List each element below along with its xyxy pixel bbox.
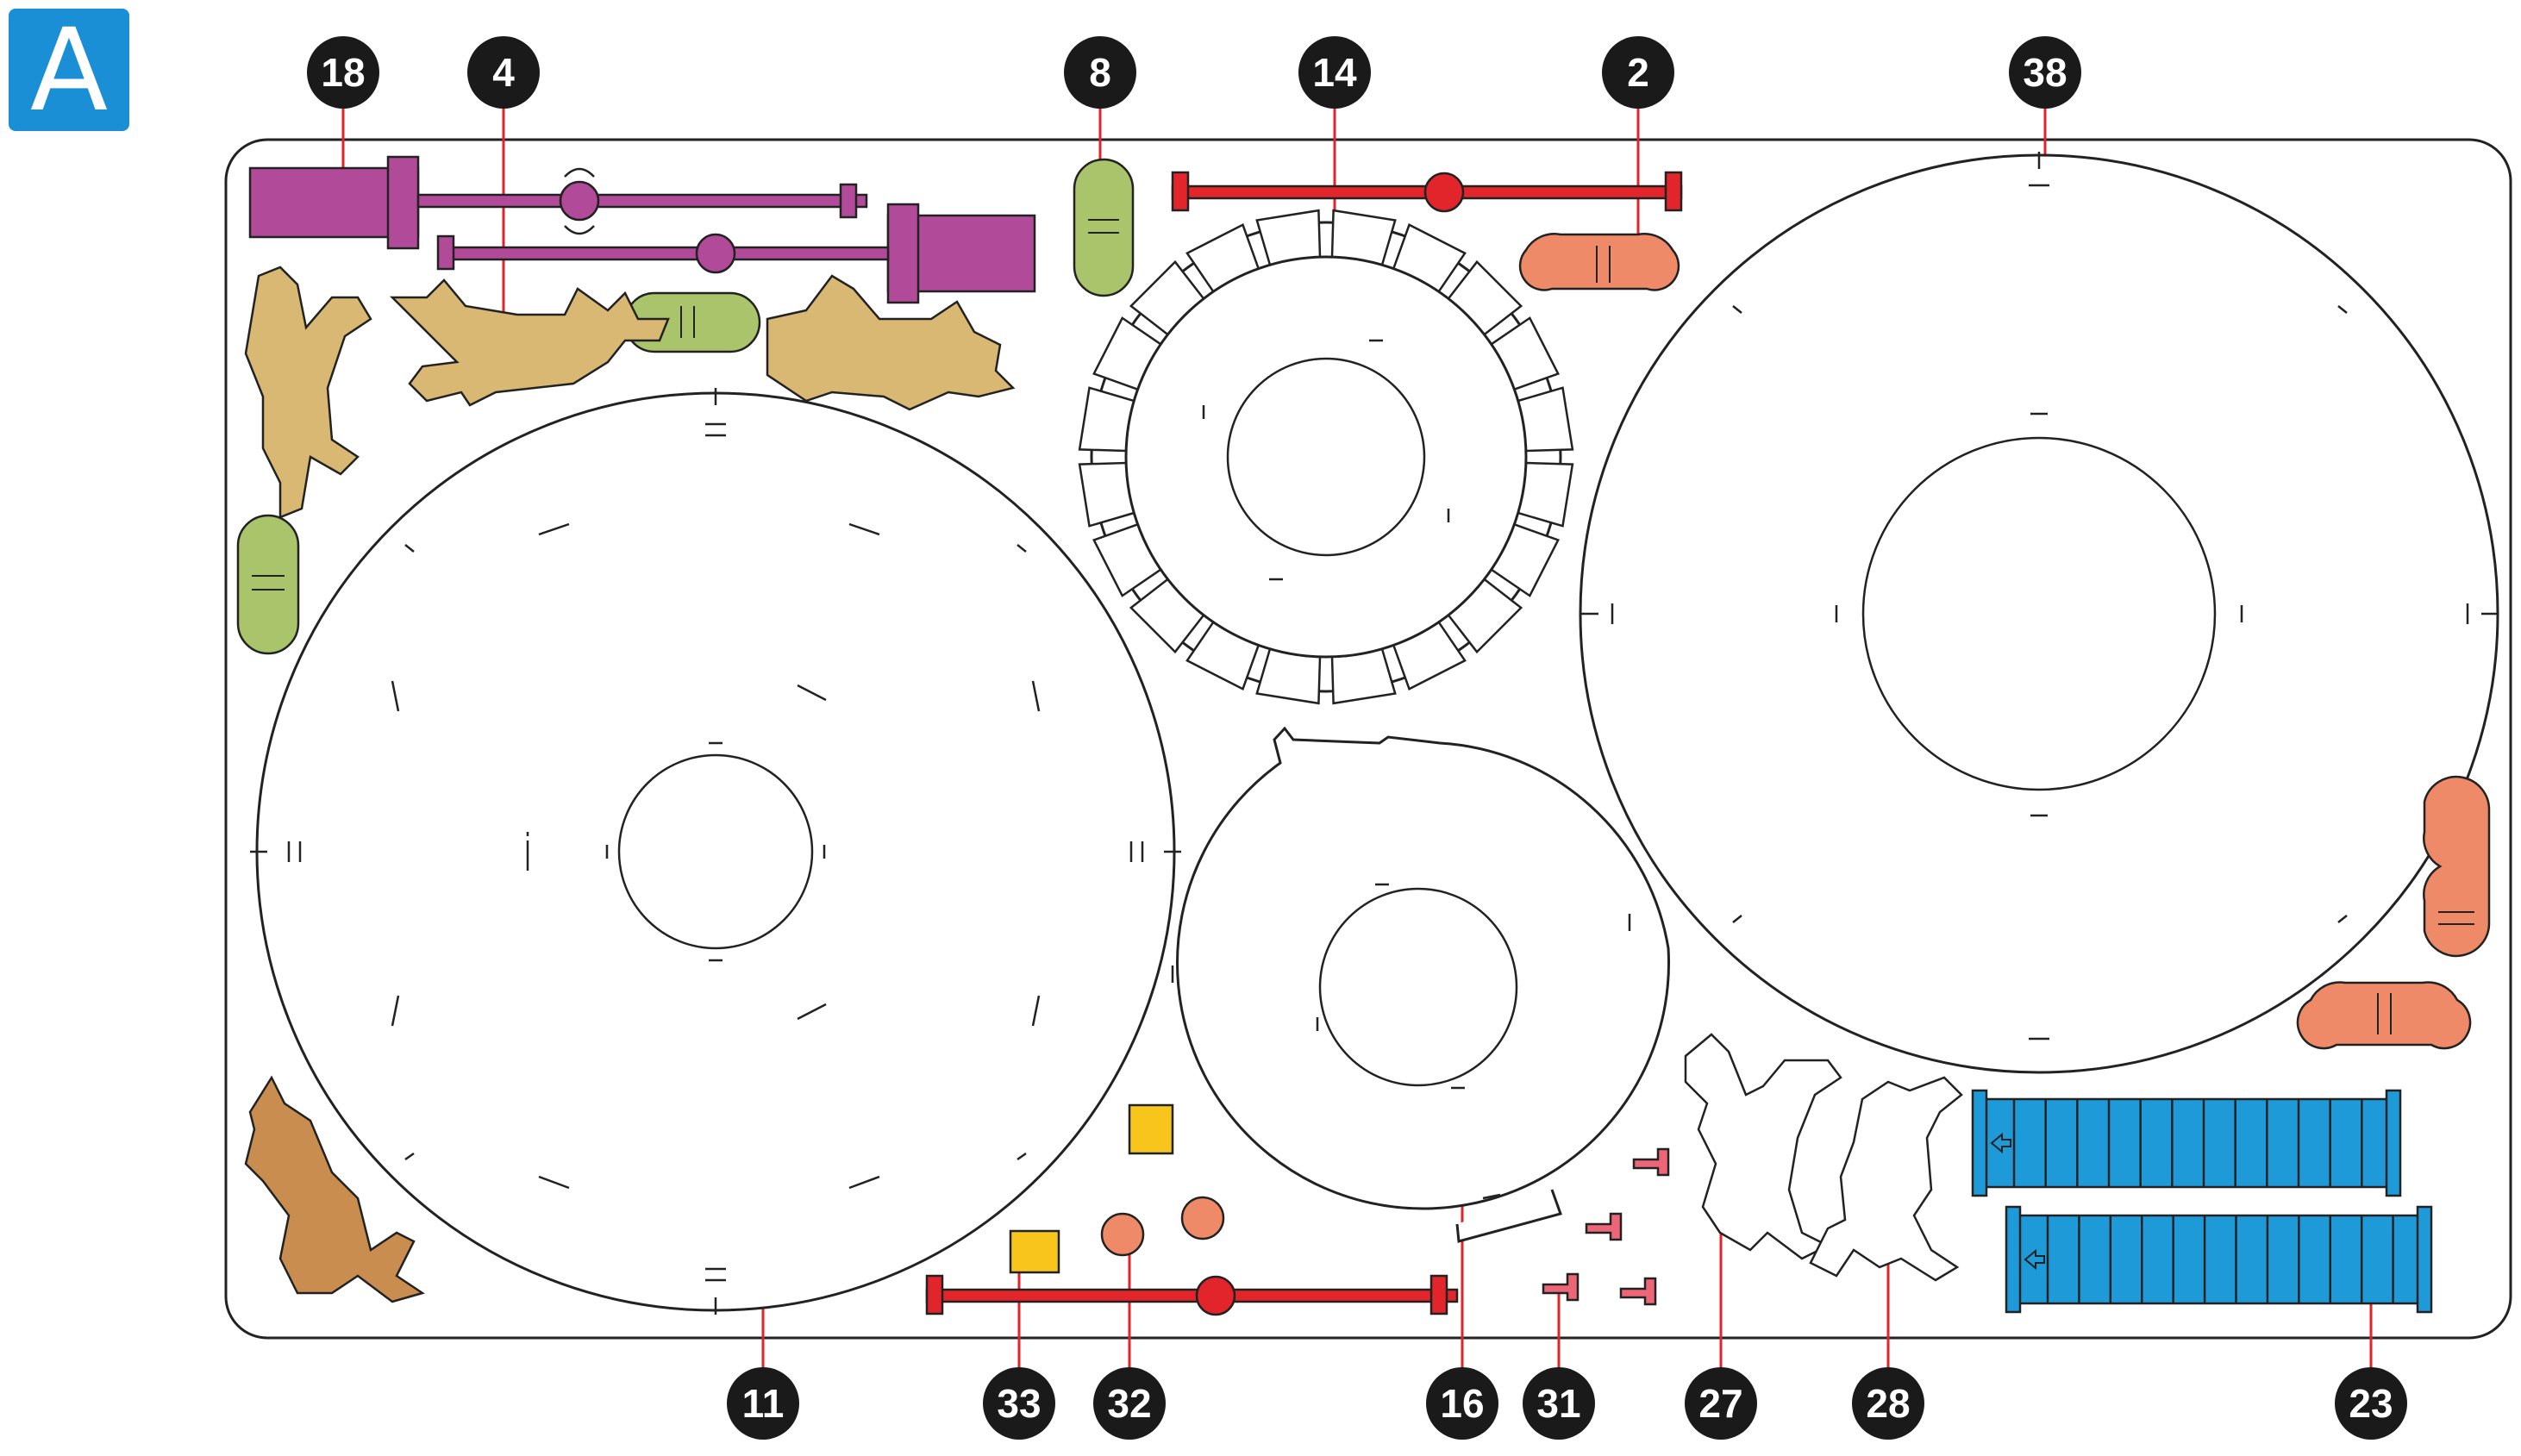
callout-14: 14 bbox=[1298, 36, 1371, 109]
sheet-badge: A bbox=[9, 9, 129, 131]
part-18-magenta-axles bbox=[248, 155, 1036, 304]
part-16-ring bbox=[1171, 726, 1670, 1243]
part-2-salmon-pads bbox=[1518, 233, 2491, 1050]
svg-text:14: 14 bbox=[1312, 50, 1357, 95]
part-23-blue-ladders bbox=[1971, 1089, 2433, 1314]
callout-33: 33 bbox=[983, 1367, 1055, 1440]
part-31-pink-clips bbox=[1542, 1147, 1670, 1306]
svg-text:38: 38 bbox=[2023, 50, 2067, 95]
ladder-end bbox=[2005, 1205, 2022, 1314]
svg-text:23: 23 bbox=[2349, 1381, 2393, 1426]
arrow-icon bbox=[1990, 1132, 2011, 1154]
svg-text:27: 27 bbox=[1698, 1381, 1742, 1426]
part-32-round-pieces bbox=[1100, 1196, 1225, 1257]
callout-markers: 18 4 8 14 2 38 11 33 32 16 31 27 28 23 bbox=[307, 36, 2407, 1440]
svg-text:8: 8 bbox=[1089, 50, 1111, 95]
svg-text:31: 31 bbox=[1536, 1381, 1580, 1426]
callout-38: 38 bbox=[2009, 36, 2081, 109]
ladder-end bbox=[1971, 1089, 1988, 1197]
ladder-bottom bbox=[2005, 1205, 2433, 1314]
callout-23: 23 bbox=[2335, 1367, 2407, 1440]
part-38-disc bbox=[1579, 152, 2499, 1074]
svg-text:32: 32 bbox=[1107, 1381, 1151, 1426]
svg-text:28: 28 bbox=[1866, 1381, 1910, 1426]
ladder-top bbox=[1971, 1089, 2402, 1197]
part-14-gear-ring bbox=[1078, 209, 1574, 705]
callout-11: 11 bbox=[727, 1367, 799, 1440]
callout-32: 32 bbox=[1093, 1367, 1166, 1440]
ladder-end bbox=[2385, 1089, 2402, 1197]
part-8-green-pads bbox=[236, 158, 1135, 655]
callout-16: 16 bbox=[1426, 1367, 1498, 1440]
red-axles bbox=[925, 171, 1683, 1316]
callout-8: 8 bbox=[1064, 36, 1136, 109]
arrow-icon bbox=[2024, 1248, 2045, 1271]
callout-18: 18 bbox=[307, 36, 379, 109]
callout-2: 2 bbox=[1602, 36, 1674, 109]
svg-text:18: 18 bbox=[321, 50, 365, 95]
svg-text:33: 33 bbox=[997, 1381, 1041, 1426]
callout-27: 27 bbox=[1685, 1367, 1757, 1440]
part-brown-horse bbox=[244, 1075, 425, 1303]
part-11-disc bbox=[250, 388, 1181, 1315]
callout-4: 4 bbox=[467, 36, 540, 109]
svg-text:4: 4 bbox=[492, 50, 515, 95]
part-33-yellow-pieces bbox=[1009, 1103, 1174, 1274]
ladder-body bbox=[1978, 1097, 2395, 1189]
ladder-body bbox=[2011, 1214, 2426, 1305]
part-27-28-white-horses bbox=[1684, 1033, 1963, 1282]
sheet-label: A bbox=[29, 4, 109, 137]
callout-28: 28 bbox=[1852, 1367, 1924, 1440]
callout-31: 31 bbox=[1523, 1367, 1595, 1440]
part-4-tan-horses bbox=[244, 266, 1016, 519]
svg-text:2: 2 bbox=[1627, 50, 1649, 95]
svg-text:11: 11 bbox=[742, 1381, 785, 1426]
ladder-end bbox=[2416, 1205, 2433, 1314]
svg-text:16: 16 bbox=[1440, 1381, 1484, 1426]
